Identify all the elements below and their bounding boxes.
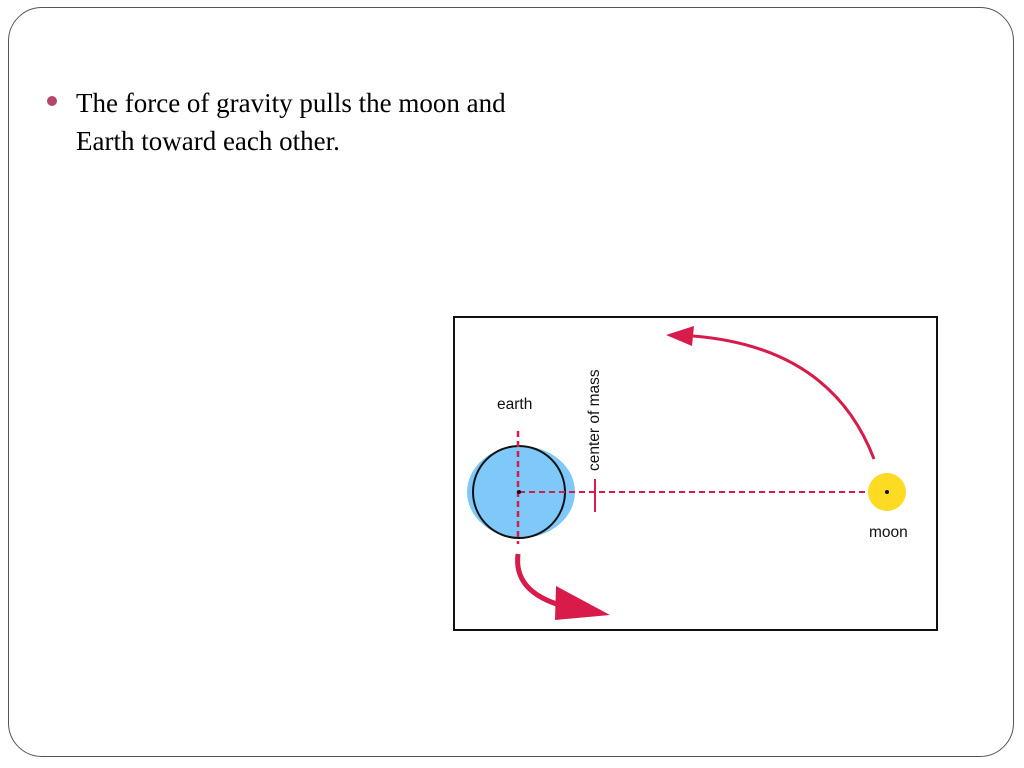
earth-arrowhead-icon <box>555 586 610 620</box>
bullet-dot-icon <box>47 96 57 106</box>
earth-orbit-arrow <box>515 553 564 609</box>
earth-center-dot <box>517 490 521 494</box>
moon-arrowhead-icon <box>666 326 694 346</box>
moon-center-dot <box>885 490 889 494</box>
earth-moon-diagram: earth center of mass moon <box>453 316 938 631</box>
bullet-item: The force of gravity pulls the moon and … <box>47 84 527 160</box>
center-of-mass-label: center of mass <box>586 369 603 471</box>
moon-orbit-arrow <box>692 334 876 460</box>
bullet-text: The force of gravity pulls the moon and … <box>76 88 506 156</box>
moon-label: moon <box>869 524 908 541</box>
earth-label: earth <box>497 396 532 413</box>
